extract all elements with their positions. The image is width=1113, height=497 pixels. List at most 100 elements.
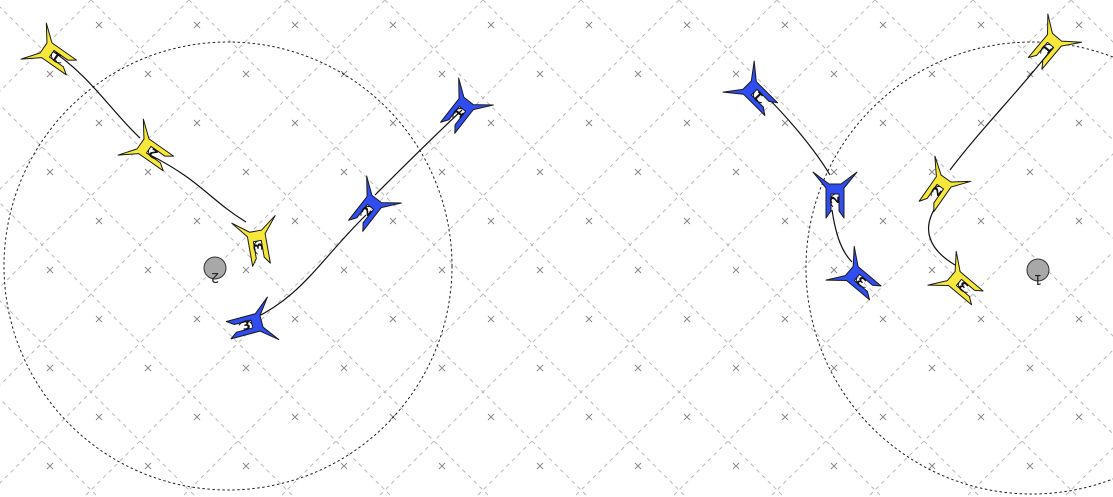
grid-x-marker: [880, 120, 886, 126]
grid-x-marker: [390, 22, 396, 28]
grid-x-marker: [880, 316, 886, 322]
grid-x-marker: [194, 414, 200, 420]
ship-yellow-3[interactable]: 3: [232, 216, 283, 269]
grid-x-marker: [439, 169, 445, 175]
grid-x-marker: [1076, 22, 1082, 28]
grid-x-marker: [488, 22, 494, 28]
grid-x-marker: [929, 365, 935, 371]
grid-x-marker: [537, 267, 543, 273]
grid-x-marker: [243, 365, 249, 371]
scenario-marker-1[interactable]: 1: [1027, 259, 1049, 286]
grid-line: [0, 0, 189, 497]
scenario-marker-label: 2: [211, 269, 219, 284]
grid-x-marker: [1027, 169, 1033, 175]
grid-x-marker: [145, 169, 151, 175]
grid-x-marker: [978, 120, 984, 126]
ship-yellow-3-right[interactable]: 3: [928, 251, 992, 314]
grid-x-marker: [733, 463, 739, 469]
grid-x-marker: [341, 169, 347, 175]
grid-x-marker: [831, 267, 837, 273]
grid-line: [777, 0, 1113, 497]
grid-x-marker: [880, 22, 886, 28]
grid-x-marker: [243, 71, 249, 77]
path-yellow-2-3: [150, 155, 246, 222]
grid-x-marker: [635, 463, 641, 469]
grid-line: [91, 0, 588, 497]
grid-x-marker: [635, 169, 641, 175]
grid-x-marker: [586, 120, 592, 126]
grid-x-marker: [341, 267, 347, 273]
grid-x-marker: [96, 218, 102, 224]
grid-x-marker: [880, 414, 886, 420]
grid-x-marker: [1076, 414, 1082, 420]
grid-x-marker: [684, 22, 690, 28]
ship-blue-3-right[interactable]: 3: [826, 246, 890, 309]
grid-x-marker: [782, 22, 788, 28]
ship-blue-2[interactable]: 2: [338, 176, 401, 239]
grid-x-marker: [488, 414, 494, 420]
grid-line: [875, 0, 1113, 497]
ship-blue-1-right[interactable]: 1: [723, 61, 787, 125]
grid-x-marker: [1076, 316, 1082, 322]
ship-blue-3[interactable]: 3: [223, 297, 279, 351]
grid-x-marker: [1076, 120, 1082, 126]
ship-yellow-2-right[interactable]: 2: [909, 156, 971, 219]
grid-x-marker: [439, 71, 445, 77]
grid-x-marker: [341, 463, 347, 469]
grid-x-marker: [586, 316, 592, 322]
grid-x-marker: [831, 365, 837, 371]
grid-line: [973, 0, 1113, 497]
grid-x-marker: [243, 169, 249, 175]
grid-x-marker: [96, 414, 102, 420]
grid-x-marker: [929, 71, 935, 77]
grid-x-marker: [635, 365, 641, 371]
grid-x-marker: [390, 316, 396, 322]
grid-x-marker: [292, 120, 298, 126]
grid-x-marker: [733, 365, 739, 371]
ship-blue-2-right[interactable]: 2: [813, 172, 857, 218]
grid-x-marker: [1027, 365, 1033, 371]
grid-x-marker: [978, 414, 984, 420]
grid-x-marker: [47, 71, 53, 77]
ship-yellow-2[interactable]: 2: [118, 119, 181, 181]
grid-x-marker: [488, 120, 494, 126]
ship-yellow-1-right[interactable]: 1: [1018, 14, 1081, 78]
grid-x-marker: [145, 71, 151, 77]
grid-x-marker: [929, 463, 935, 469]
grid-x-marker: [537, 365, 543, 371]
grid-x-marker: [978, 22, 984, 28]
grid-line: [84, 0, 581, 497]
grid-line: [280, 0, 777, 497]
grid-x-marker: [782, 120, 788, 126]
scenario-marker-2[interactable]: 2: [204, 257, 226, 284]
grid-x-marker: [243, 463, 249, 469]
grid-x-marker: [488, 218, 494, 224]
grid-x-marker: [439, 267, 445, 273]
grid-x-marker: [586, 218, 592, 224]
grid-x-marker: [96, 316, 102, 322]
grid-x-marker: [292, 218, 298, 224]
range-circle-left: [4, 42, 452, 490]
grid-x-marker: [47, 267, 53, 273]
grid-x-marker: [684, 316, 690, 322]
grid-x-marker: [831, 169, 837, 175]
grid-x-marker: [96, 22, 102, 28]
grid-x-marker: [390, 218, 396, 224]
path-yellow-1-2: [48, 48, 140, 138]
grid-x-marker: [194, 120, 200, 126]
grid-x-marker: [733, 169, 739, 175]
grid-x-marker: [831, 463, 837, 469]
grid-line: [0, 0, 287, 497]
grid-x-marker: [537, 169, 543, 175]
grid-x-marker: [831, 71, 837, 77]
grid-x-marker: [439, 463, 445, 469]
grid-x-marker: [635, 71, 641, 77]
grid-x-marker: [978, 316, 984, 322]
grid-x-marker: [47, 169, 53, 175]
grid-x-marker: [145, 463, 151, 469]
grid-x-marker: [488, 316, 494, 322]
grid-line: [966, 0, 1113, 497]
